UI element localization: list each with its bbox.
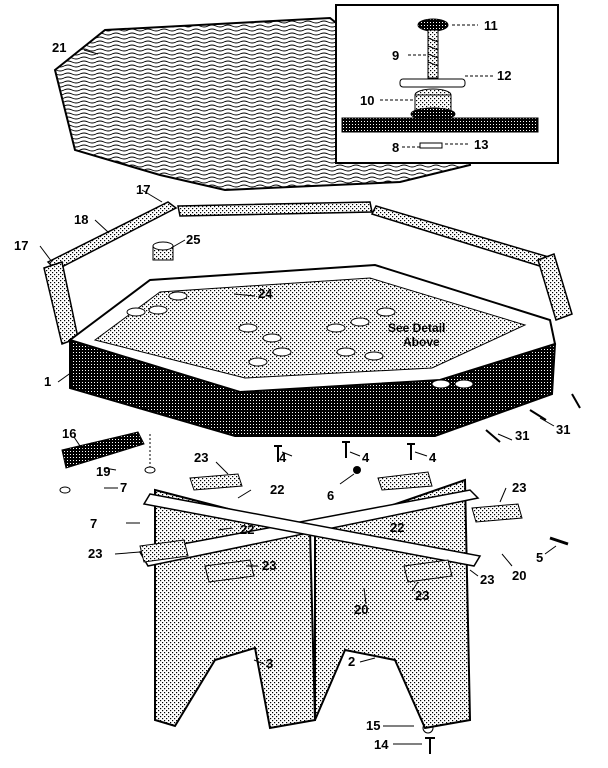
cup-holders: [126, 291, 474, 389]
callout-13: 13: [474, 137, 488, 152]
callout-31-b: 31: [556, 422, 570, 437]
callout-23-d: 23: [512, 480, 526, 495]
callout-25: 25: [186, 232, 200, 247]
callout-20-b: 20: [354, 602, 368, 617]
callout-23-b: 23: [88, 546, 102, 561]
callout-7-top: 7: [120, 480, 127, 495]
callout-31-a: 31: [515, 428, 529, 443]
hardware-screws: [274, 393, 581, 754]
corner-plates: [139, 471, 523, 583]
callout-10: 10: [360, 93, 374, 108]
table-frame: [67, 263, 557, 437]
callout-15: 15: [366, 718, 380, 733]
callout-4-b: 4: [362, 450, 370, 465]
callout-1: 1: [44, 374, 51, 389]
detail-note-line1: See Detail: [388, 321, 445, 335]
callout-23-e: 23: [480, 572, 494, 587]
chip-holder-25: [152, 241, 174, 261]
callout-22-a: 22: [270, 482, 284, 497]
callout-11: 11: [484, 18, 498, 33]
callout-2: 2: [348, 654, 355, 669]
callout-17-left: 17: [14, 238, 28, 253]
callout-23-a: 23: [194, 450, 208, 465]
callout-23-f: 23: [415, 588, 429, 603]
callout-7-mid: 7: [90, 516, 97, 531]
callout-22-c: 22: [390, 520, 404, 535]
leader-lines: [39, 49, 557, 745]
callout-17-top: 17: [136, 182, 150, 197]
base-legs: [138, 478, 482, 730]
callout-22-b: 22: [240, 522, 254, 537]
callout-19: 19: [96, 464, 110, 479]
callout-18: 18: [74, 212, 88, 227]
callout-4-a: 4: [279, 450, 287, 465]
callout-21: 21: [52, 40, 66, 55]
callout-23-c: 23: [262, 558, 276, 573]
callout-labels: 21 11 9 12 10 8 13 17 18 17 25 24 See De…: [14, 18, 570, 752]
rail-pieces: [43, 201, 573, 346]
callout-16: 16: [62, 426, 76, 441]
callout-20-a: 20: [512, 568, 526, 583]
callout-14: 14: [374, 737, 389, 752]
callout-3: 3: [266, 656, 273, 671]
detail-note-line2: Above: [403, 335, 440, 349]
bracket-16: [59, 431, 156, 494]
callout-24: 24: [258, 286, 273, 301]
callout-12: 12: [497, 68, 511, 83]
callout-5: 5: [536, 550, 543, 565]
callout-6: 6: [327, 488, 334, 503]
callout-8: 8: [392, 140, 399, 155]
callout-4-c: 4: [429, 450, 437, 465]
detail-inset: [335, 4, 559, 164]
callout-9: 9: [392, 48, 399, 63]
